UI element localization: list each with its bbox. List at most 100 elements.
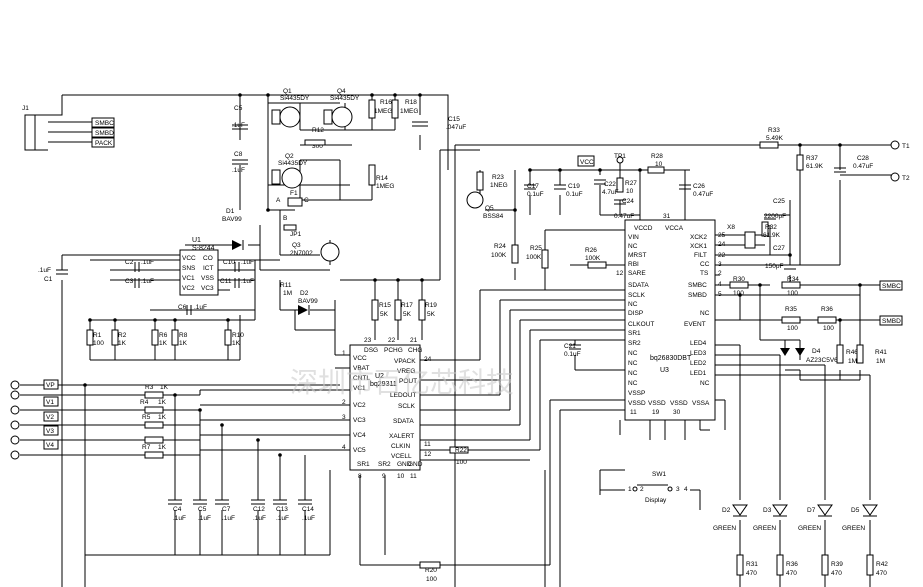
resistor-ref: R24 [494, 243, 506, 250]
resistor-ref: R37 [806, 155, 818, 162]
resistor-ref: R5 [142, 414, 151, 421]
mosfet-q3: Q3 2N7002 [290, 242, 340, 262]
component-ref: Q4 [337, 88, 346, 95]
resistor-ref: R7 [142, 444, 151, 451]
capacitor-value: 0.1uF [527, 191, 544, 198]
resistor-ref: R35 [785, 306, 797, 313]
ic-pin-label: SCLK [628, 292, 646, 299]
resistor-row-left [86, 329, 232, 346]
led-color: GREEN [842, 525, 865, 532]
fuse-pin: A [276, 197, 281, 204]
resistor-ref: R2 [118, 332, 127, 339]
resistor-r32 [761, 221, 769, 237]
component-part: Si4435DY [278, 160, 308, 167]
resistor-value: 100 [823, 325, 834, 332]
capacitor-ref: C4 [173, 506, 182, 513]
diode-part: AZ23C5V6 [806, 357, 838, 364]
led-d2: D2 GREEN [713, 504, 748, 532]
ic-u3: VCCD VCCA 31 VIN NC MRST RBI SARE SDATA … [616, 213, 726, 421]
capacitor-ref: C25 [773, 198, 785, 205]
ic-pin-label: VSSD [628, 400, 646, 407]
capacitor-ref: C6 [178, 304, 187, 311]
ic-pin-num: 22 [388, 337, 396, 344]
ic-pin-num: 2 [718, 270, 722, 277]
capacitor-value: .1uF [198, 515, 211, 522]
capacitor-value: .1uF [302, 515, 315, 522]
ic-pin-num: 3 [718, 261, 722, 268]
ic-pin-label: MRST [628, 252, 646, 259]
resistor-value: 61.9K [763, 232, 781, 239]
resistor-ref: R16 [380, 99, 392, 106]
terminal-label: T1 [902, 143, 910, 150]
resistor-value: 1NEG [490, 182, 508, 189]
ic-pin-num: 23 [364, 337, 372, 344]
ic-pin-label: VPACK [394, 358, 416, 365]
capacitor-ref: C5 [198, 506, 207, 513]
ic-pin-label: SDATA [393, 418, 414, 425]
ic-pin-label: CO [203, 255, 213, 262]
resistor-value: 1K [232, 340, 241, 347]
capacitor-value: .1uF [141, 278, 154, 285]
ic-pin-label: LED4 [690, 340, 707, 347]
ic-pin-label: VC1 [182, 275, 195, 282]
resistor-value: 1K [179, 340, 188, 347]
led-d3: D3 GREEN [753, 504, 788, 532]
capacitor-ref: C10 [223, 259, 235, 266]
capacitor-c5-top [232, 124, 248, 130]
component-part: BSS84 [483, 213, 504, 220]
resistor-ref: R25 [530, 245, 542, 252]
ic-pin-label: SCLK [398, 403, 416, 410]
resistor-row-cells [144, 391, 164, 459]
capacitor-group-xtal [764, 214, 796, 270]
capacitor-value: .1uF [232, 122, 245, 129]
capacitor-group-u1 [56, 262, 240, 315]
resistor-value: 61.9K [806, 163, 824, 170]
ic-pin-num: 1 [342, 350, 346, 357]
led-ref: D5 [851, 507, 860, 514]
ic-pin-label: XALERT [389, 433, 414, 440]
resistor-value: 100 [787, 290, 798, 297]
resistor-value: 1K [158, 414, 167, 421]
resistor-value: 5K [380, 311, 389, 318]
ic-pin-label: VSS [201, 275, 215, 282]
ic-pin-label: VCELL [391, 453, 412, 460]
resistor-ref: R27 [625, 180, 637, 187]
ic-pin-label: VC2 [182, 285, 195, 292]
terminal-label: SMBD [882, 318, 901, 325]
ic-pin-label: SR1 [357, 461, 370, 468]
resistor-ref: R18 [405, 99, 417, 106]
capacitor-value: .1uF [232, 167, 245, 174]
resistor-r25 [541, 249, 549, 269]
resistor-value: 1K [118, 340, 127, 347]
resistor-ref: R42 [876, 561, 888, 568]
resistor-value: 1M [848, 358, 857, 365]
ic-pin-label: DSG [364, 347, 378, 354]
resistor-ref: R11 [280, 282, 292, 289]
capacitor-ref: C22 [604, 181, 616, 188]
capacitor-ref: C14 [302, 506, 314, 513]
led-d5: D5 GREEN [842, 504, 878, 532]
ic-pin-label: NC [628, 360, 638, 367]
diode-d2: D2 BAV99 [298, 290, 318, 315]
ic-pin-num: 19 [652, 409, 660, 416]
resistor-ref: R10 [232, 332, 244, 339]
ic-pin-num: 11 [410, 473, 417, 480]
resistor-ref: R36 [821, 306, 833, 313]
resistor-ref: R1 [93, 332, 102, 339]
terminal-label: VP [46, 382, 55, 389]
resistor-value: 1MEG [400, 108, 418, 115]
resistor-ref: R28 [651, 153, 663, 160]
capacitor-value: .1uF [241, 259, 254, 266]
capacitor-ref: C1 [44, 276, 53, 283]
resistor-ref: R6 [159, 332, 168, 339]
resistor-ref: R26 [585, 247, 597, 254]
capacitor-value: .1uF [38, 267, 51, 274]
ic-pin-label: NC [628, 301, 638, 308]
resistor-row-led [736, 554, 874, 576]
ic-pin-label: SDATA [628, 282, 649, 289]
crystal-x8: X8 [727, 224, 756, 249]
ic-pin-num: 24 [718, 241, 726, 248]
switch-sw1: SW1 1 2 3 4 Display [628, 471, 688, 504]
terminal-label: T2 [902, 175, 910, 182]
resistor-r30 [729, 281, 749, 289]
